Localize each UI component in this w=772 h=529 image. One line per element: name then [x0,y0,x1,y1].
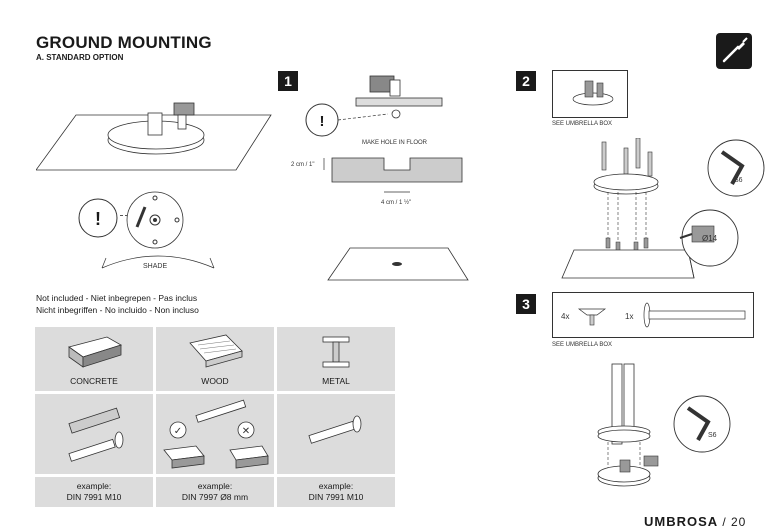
step-2-badge: 2 [516,71,536,91]
step-3-parts-box: 4x 1x [552,292,754,338]
concrete-label: CONCRETE [70,376,118,386]
step-3-see-box: SEE UMBRELLA BOX [552,342,613,348]
step-3-qty-1: 4x [561,312,570,321]
not-included-note: Not included - Niet inbegrepen - Pas inc… [36,292,199,316]
materials-table: CONCRETE WOOD METAL ✓ ✕ [35,327,395,507]
page-subtitle: A. STANDARD OPTION [36,53,124,62]
shade-arc [98,250,218,277]
step-3-badge: 3 [516,294,536,314]
step-1-illustration: ! [300,70,470,295]
not-included-line2: Nicht inbegriffen - No incluido - Non in… [36,305,199,315]
svg-text:✓: ✓ [174,426,182,437]
concrete-example-value: DIN 7991 M10 [66,492,122,502]
wood-cell: WOOD [156,327,274,391]
pole-part-icon [643,302,746,328]
shade-label: SHADE [143,263,168,270]
wood-label: WOOD [201,376,229,386]
wood-example-title: example: [197,481,233,491]
concrete-example-title: example: [76,481,112,491]
metal-screw-cell [277,394,395,474]
step-2-hex-label: S6 [734,177,743,184]
step-2-illustration [560,137,770,289]
base-top-view [120,185,190,260]
metal-example-value: DIN 7991 M10 [308,492,364,502]
step-2-drill-label: Ø14 [702,234,718,243]
wood-screws-cell: ✓ ✕ [156,394,274,474]
svg-text:✕: ✕ [242,426,250,437]
footer-page-number: / 20 [722,515,747,529]
svg-text:!: ! [320,113,325,130]
hole-depth-label: 2 cm / 1" [291,162,315,168]
metal-example-cell: example: DIN 7991 M10 [277,477,395,507]
wood-example-cell: example: DIN 7997 Ø8 mm [156,477,274,507]
page-title: GROUND MOUNTING [36,33,212,52]
step-1-badge: 1 [278,71,298,91]
metal-example-title: example: [318,481,354,491]
concrete-cell: CONCRETE [35,327,153,391]
metal-label: METAL [322,376,350,386]
warning-icon: ! [76,196,120,245]
not-included-line1: Not included - Niet inbegrepen - Pas inc… [36,293,198,303]
screwdriver-icon [716,33,752,69]
base-on-floor-illustration [35,95,286,190]
step-2-see-box: SEE UMBRELLA BOX [552,121,613,127]
make-hole-label: MAKE HOLE IN FLOOR [362,140,428,146]
step-3-qty-2: 1x [625,312,634,321]
warning-connector [120,215,128,216]
wood-example-value: DIN 7997 Ø8 mm [181,492,249,502]
concrete-example-cell: example: DIN 7991 M10 [35,477,153,507]
step-3-illustration [590,360,750,505]
metal-cell: METAL [277,327,395,391]
hole-width-label: 4 cm / 1 ½" [381,200,412,206]
screw-part-icon [577,308,607,326]
svg-text:!: ! [95,209,101,229]
step-2-box-preview [552,70,628,118]
concrete-anchor-cell [35,394,153,474]
step-3-hex-label: S6 [708,432,717,439]
